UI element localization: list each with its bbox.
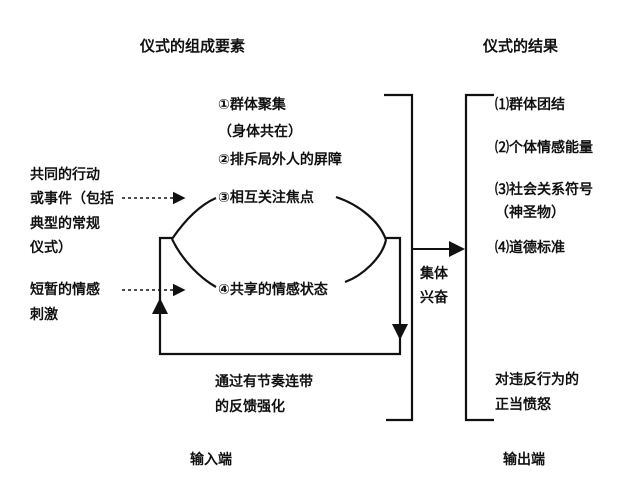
feedback-line: 通过有节奏连带: [215, 374, 313, 390]
component-1: ①群体聚集: [218, 97, 286, 113]
input-action-line: 或事件（包括: [30, 191, 114, 207]
component-4: ④共享的情感状态: [218, 282, 328, 298]
results-title: 仪式的结果: [483, 37, 559, 55]
feedback-loop: [158, 236, 402, 356]
input-action-line: 仪式）: [30, 240, 72, 256]
component-1-note: （身体共在）: [218, 124, 302, 140]
input-action-line: 共同的行动: [30, 167, 100, 183]
lens-top-left: [171, 196, 217, 240]
input-end-label: 输入端: [190, 452, 232, 468]
component-2: ②排斥局外人的屏障: [218, 152, 342, 168]
input-stimulus-line: 刺激: [30, 307, 58, 323]
result-extra-line: 对违反行为的: [495, 372, 579, 388]
output-end-label: 输出端: [503, 452, 545, 468]
result-2: ⑵个体情感能量: [495, 140, 593, 156]
component-3: ③相互关注焦点: [218, 190, 314, 206]
result-4: ⑷道德标准: [495, 240, 565, 256]
result-1: ⑴群体团结: [495, 97, 565, 113]
input-stimulus-line: 短暂的情感: [30, 282, 100, 298]
bracket-components: [384, 93, 414, 422]
lens-bottom-right: [344, 239, 388, 284]
result-3-note: （神圣物）: [495, 205, 565, 221]
components-title: 仪式的组成要素: [140, 37, 246, 55]
input-action-line: 典型的常规: [30, 216, 100, 232]
result-extra-line: 正当愤怒: [495, 397, 551, 413]
feedback-line: 的反馈强化: [215, 399, 285, 415]
collective-effervescence: 集体: [420, 266, 448, 282]
result-3: ⑶社会关系符号: [495, 182, 593, 198]
collective-effervescence: 兴奋: [420, 290, 448, 306]
bracket-results: [464, 93, 494, 422]
lens-bottom-left: [171, 238, 217, 288]
lens-top-right: [335, 195, 388, 241]
